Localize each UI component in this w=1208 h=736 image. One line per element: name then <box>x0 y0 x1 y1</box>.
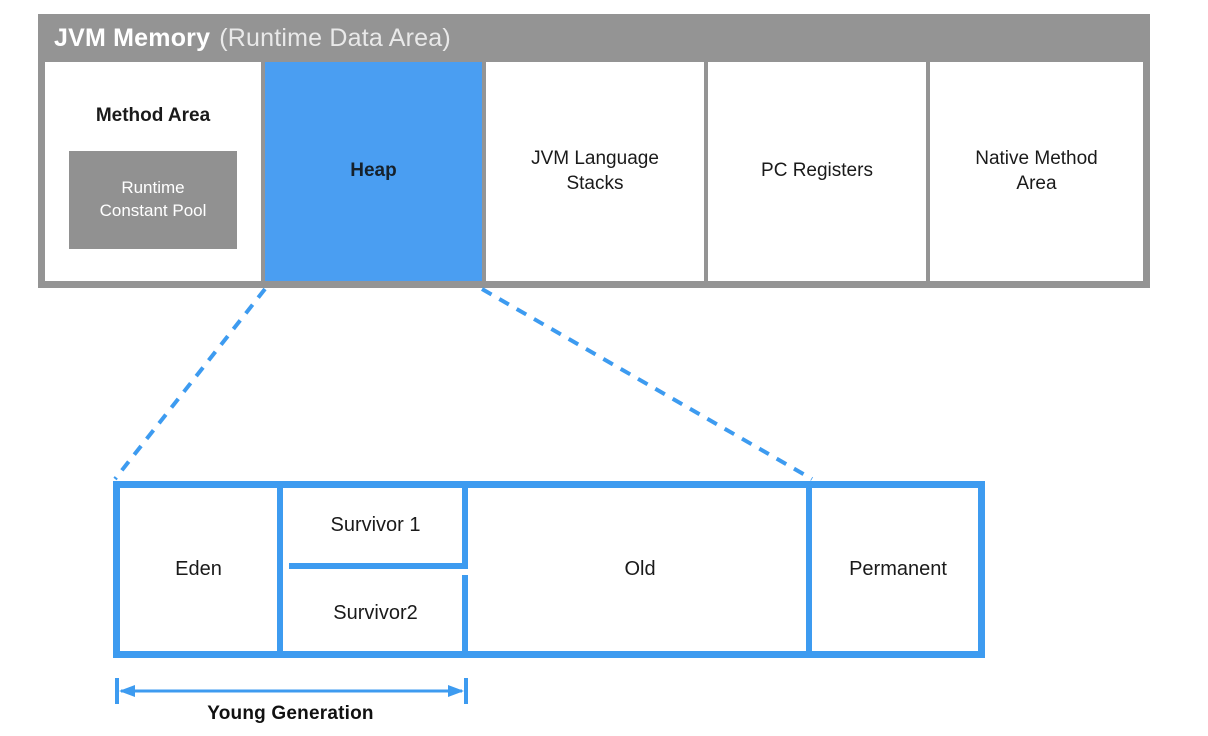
runtime-data-area-regions: Method Area Runtime Constant Pool Heap J… <box>45 62 1143 281</box>
young-generation-annotation: Young Generation <box>113 676 513 736</box>
region-method-area-label: Method Area <box>95 105 211 126</box>
young-generation-label: Young Generation <box>207 703 374 724</box>
heap-cell-eden: Eden <box>120 488 283 651</box>
region-jvm-language-stacks-line1: JVM Language <box>531 148 659 170</box>
jvm-memory-header: JVM Memory (Runtime Data Area) <box>38 14 1150 62</box>
region-native-method-area: Native Method Area <box>930 62 1143 281</box>
connector-line-right <box>481 287 813 481</box>
region-jvm-language-stacks-line2: Stacks <box>566 172 624 194</box>
heap-cell-eden-label: Eden <box>175 558 222 580</box>
runtime-constant-pool-line2: Constant Pool <box>99 201 207 221</box>
region-method-area: Method Area Runtime Constant Pool <box>45 62 261 281</box>
heap-cell-permanent-label: Permanent <box>849 558 947 580</box>
region-pc-registers-label: PC Registers <box>761 160 873 182</box>
connector-line-left <box>113 287 267 481</box>
runtime-constant-pool-line1: Runtime <box>121 178 185 198</box>
heap-cell-permanent: Permanent <box>818 488 978 651</box>
heap-cell-old: Old <box>474 488 812 651</box>
runtime-constant-pool-box: Runtime Constant Pool <box>69 151 237 250</box>
region-jvm-language-stacks: JVM Language Stacks <box>486 62 704 281</box>
page-title: JVM Memory <box>54 23 211 52</box>
region-heap: Heap <box>265 62 482 281</box>
heap-cell-survivor-1: Survivor 1 <box>289 488 468 569</box>
heap-cell-survivor-2: Survivor2 <box>289 575 468 651</box>
page-subtitle: (Runtime Data Area) <box>219 23 451 52</box>
region-native-method-area-line1: Native Method <box>975 148 1098 170</box>
jvm-memory-frame: JVM Memory (Runtime Data Area) Method Ar… <box>38 14 1150 288</box>
heap-cell-old-label: Old <box>624 558 656 580</box>
heap-cell-survivor-1-label: Survivor 1 <box>330 514 421 536</box>
young-generation-arrow-icon <box>115 678 468 704</box>
heap-cell-survivor-2-label: Survivor2 <box>333 601 418 624</box>
region-native-method-area-line2: Area <box>1016 172 1057 194</box>
region-pc-registers: PC Registers <box>708 62 926 281</box>
region-heap-label: Heap <box>350 160 397 182</box>
heap-detail-container: Eden Survivor 1 Survivor2 Old Permanent <box>113 481 985 658</box>
